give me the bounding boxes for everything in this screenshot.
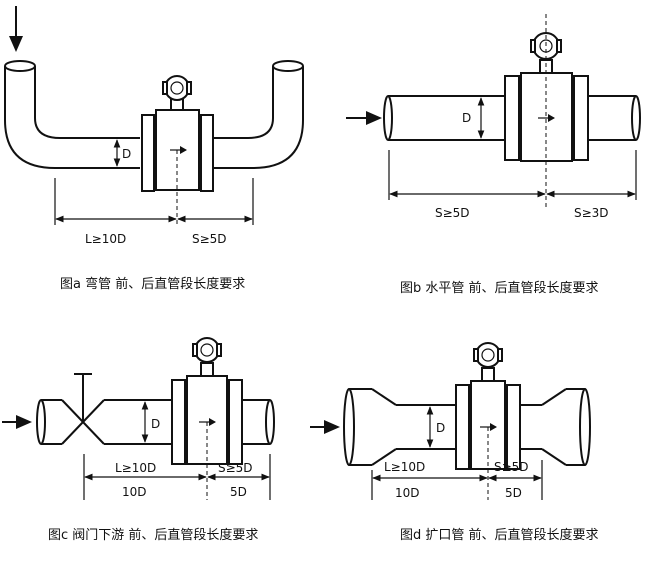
flow-direction-mark-icon	[170, 146, 187, 154]
panel-c-downstream-label: S≥5D	[218, 461, 253, 475]
valve-icon	[41, 373, 105, 445]
transmitter-head-icon	[192, 337, 222, 377]
panel-d-downstream-sub: 5D	[505, 486, 522, 500]
panel-b-upstream-label: S≥5D	[435, 206, 470, 220]
panel-b-downstream-label: S≥3D	[574, 206, 609, 220]
panel-a-bent-pipe: D L≥10D S≥5D 图a 弯管 前、后直管段长度要求	[4, 6, 304, 292]
panel-c-caption: 图c 阀门下游 前、后直管段长度要求	[48, 527, 258, 543]
panel-c-upstream-sub: 10D	[122, 485, 147, 499]
panel-b-d-label: D	[462, 111, 471, 125]
panel-c-downstream-sub: 5D	[230, 485, 247, 499]
panel-d-upstream-label: L≥10D	[384, 460, 425, 474]
flow-arrow-icon	[310, 420, 340, 434]
transmitter-head-icon	[473, 342, 503, 382]
panel-d-d-label: D	[436, 421, 445, 435]
panel-d-expanded-pipe: D L≥10D S≥5D 10D 5D 图d 扩口管 前、后直管段长度要求	[310, 342, 599, 543]
panel-c-d-label: D	[151, 417, 160, 431]
panel-d-downstream-label: S≥5D	[494, 460, 529, 474]
flow-arrow-icon	[9, 6, 23, 52]
panel-b-horizontal-pipe: D S≥5D S≥3D 图b 水平管 前、后直管段长度要求	[346, 14, 641, 296]
flow-arrow-icon	[2, 415, 32, 429]
panel-a-downstream-label: S≥5D	[192, 232, 227, 246]
panel-c-valve-downstream: D L≥10D S≥5D 10D 5D 图c 阀门下游 前、后直管段长度要求	[2, 337, 275, 543]
flow-arrow-icon	[346, 111, 382, 125]
panel-a-upstream-label: L≥10D	[85, 232, 126, 246]
panel-a-d-label: D	[122, 147, 131, 161]
panel-d-caption: 图d 扩口管 前、后直管段长度要求	[400, 527, 599, 543]
panel-c-upstream-label: L≥10D	[115, 461, 156, 475]
panel-b-caption: 图b 水平管 前、后直管段长度要求	[400, 280, 599, 296]
flow-direction-mark-icon	[538, 114, 555, 122]
panel-d-upstream-sub: 10D	[395, 486, 420, 500]
panel-a-caption: 图a 弯管 前、后直管段长度要求	[60, 276, 245, 292]
transmitter-head-icon	[162, 75, 192, 111]
